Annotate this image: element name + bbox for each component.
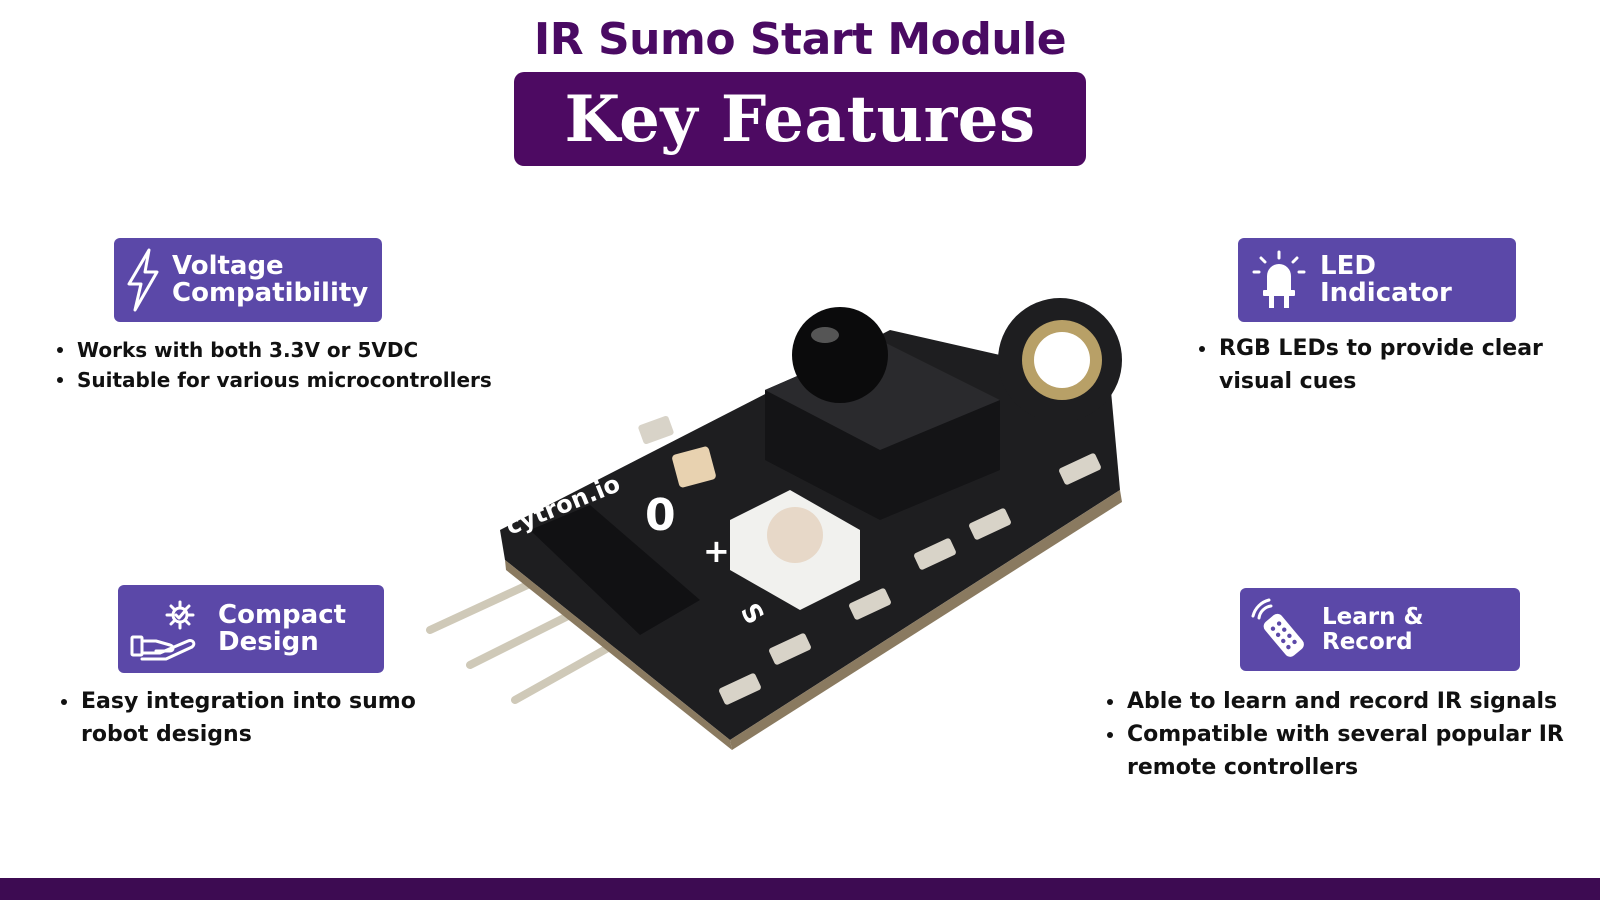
learn-record-badge: Learn & Record	[1240, 588, 1520, 671]
learn-bullet-list: Able to learn and record IR signals Comp…	[1105, 685, 1565, 784]
led-label: LED Indicator	[1320, 250, 1452, 308]
list-item: Easy integration into sumo robot designs	[59, 685, 419, 751]
lightning-icon	[114, 238, 172, 322]
voltage-label-line1: Voltage	[172, 250, 284, 281]
key-features-banner: Key Features	[514, 72, 1086, 166]
learn-label: Learn & Record	[1322, 604, 1424, 655]
list-item: Able to learn and record IR signals	[1105, 685, 1565, 718]
voltage-bullet-list: Works with both 3.3V or 5VDC Suitable fo…	[55, 335, 492, 395]
banner-text: Key Features	[564, 81, 1036, 157]
compact-label-line2: Design	[218, 627, 319, 657]
footer-bar	[0, 878, 1600, 900]
page-title: IR Sumo Start Module	[533, 14, 1067, 65]
led-bulb-icon	[1238, 238, 1320, 322]
pin-label-0: 0	[645, 490, 676, 541]
voltage-compatibility-badge: Voltage Compatibility	[114, 238, 382, 322]
list-item: Suitable for various microcontrollers	[55, 365, 492, 395]
ir-sumo-module-image: cytron.io IR S 0 + S	[426, 298, 1122, 750]
voltage-label-line2: Compatibility	[172, 278, 369, 308]
pin-label-plus: +	[703, 532, 730, 570]
hand-gear-icon	[118, 585, 218, 673]
list-item: Works with both 3.3V or 5VDC	[55, 335, 492, 365]
list-item: RGB LEDs to provide clear visual cues	[1197, 332, 1557, 398]
list-item: Compatible with several popular IR remot…	[1105, 718, 1565, 784]
compact-bullet-list: Easy integration into sumo robot designs	[59, 685, 419, 751]
compact-label-line1: Compact	[218, 599, 347, 630]
led-indicator-badge: LED Indicator	[1238, 238, 1516, 322]
led-bullet-list: RGB LEDs to provide clear visual cues	[1197, 332, 1557, 398]
compact-design-badge: Compact Design	[118, 585, 384, 673]
remote-control-icon	[1240, 588, 1322, 671]
